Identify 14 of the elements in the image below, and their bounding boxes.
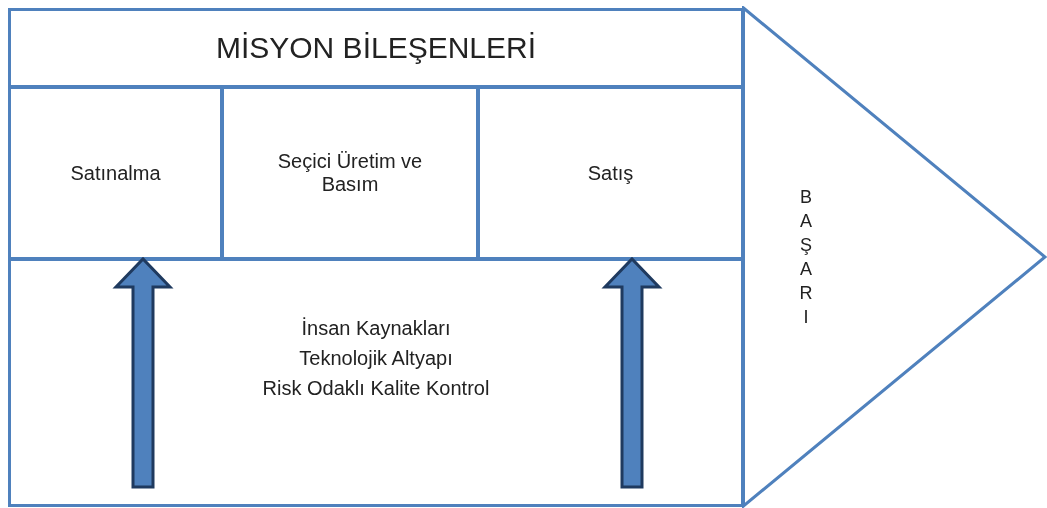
title-text: MİSYON BİLEŞENLERİ bbox=[215, 31, 537, 65]
block-arrow bbox=[601, 256, 663, 489]
support-panel bbox=[8, 258, 744, 507]
support-activity-text: Teknolojik Altyapı bbox=[299, 346, 453, 371]
activity-box bbox=[221, 86, 479, 260]
vertical-label: BAŞARI bbox=[798, 186, 814, 329]
activity-label: Satınalma bbox=[70, 161, 161, 185]
activity-box bbox=[8, 86, 223, 260]
support-activity-text: Risk Odaklı Kalite Kontrol bbox=[262, 376, 490, 401]
activity-label: Seçici Üretim ve Basım bbox=[276, 150, 424, 196]
support-activity-text: İnsan Kaynakları bbox=[301, 316, 451, 341]
activity-label: Satış bbox=[587, 161, 634, 185]
success-chevron bbox=[742, 6, 1047, 508]
block-arrow bbox=[112, 256, 174, 489]
